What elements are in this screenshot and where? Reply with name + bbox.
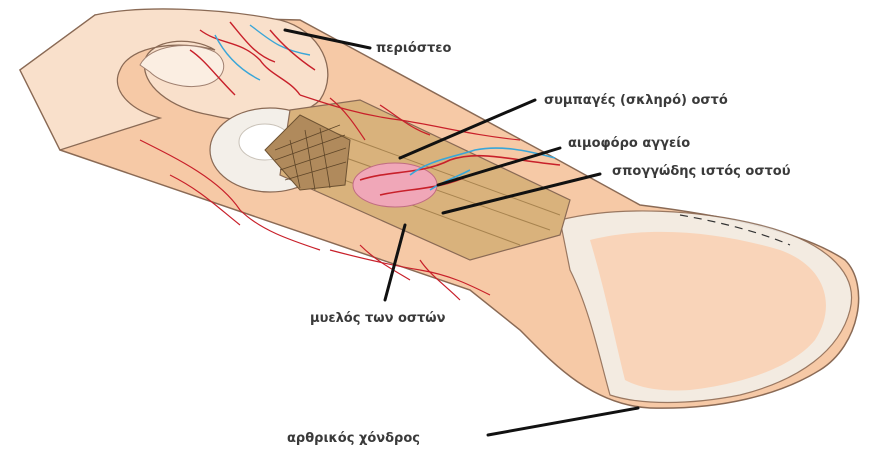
label-compact-bone: συμπαγές (σκληρό) οστό bbox=[544, 93, 728, 109]
label-spongy-bone: σπογγώδης ιστός οστού bbox=[612, 164, 790, 180]
label-periosteum: περιόστεο bbox=[376, 41, 451, 57]
label-articular-cartilage: αρθρικός χόνδρος bbox=[287, 431, 420, 447]
label-bone-marrow: μυελός των οστών bbox=[310, 311, 445, 327]
label-blood-vessel: αιμοφόρο αγγείο bbox=[568, 136, 690, 152]
bone-marrow-region bbox=[353, 163, 437, 207]
leader-articular-cartilage bbox=[488, 408, 638, 435]
